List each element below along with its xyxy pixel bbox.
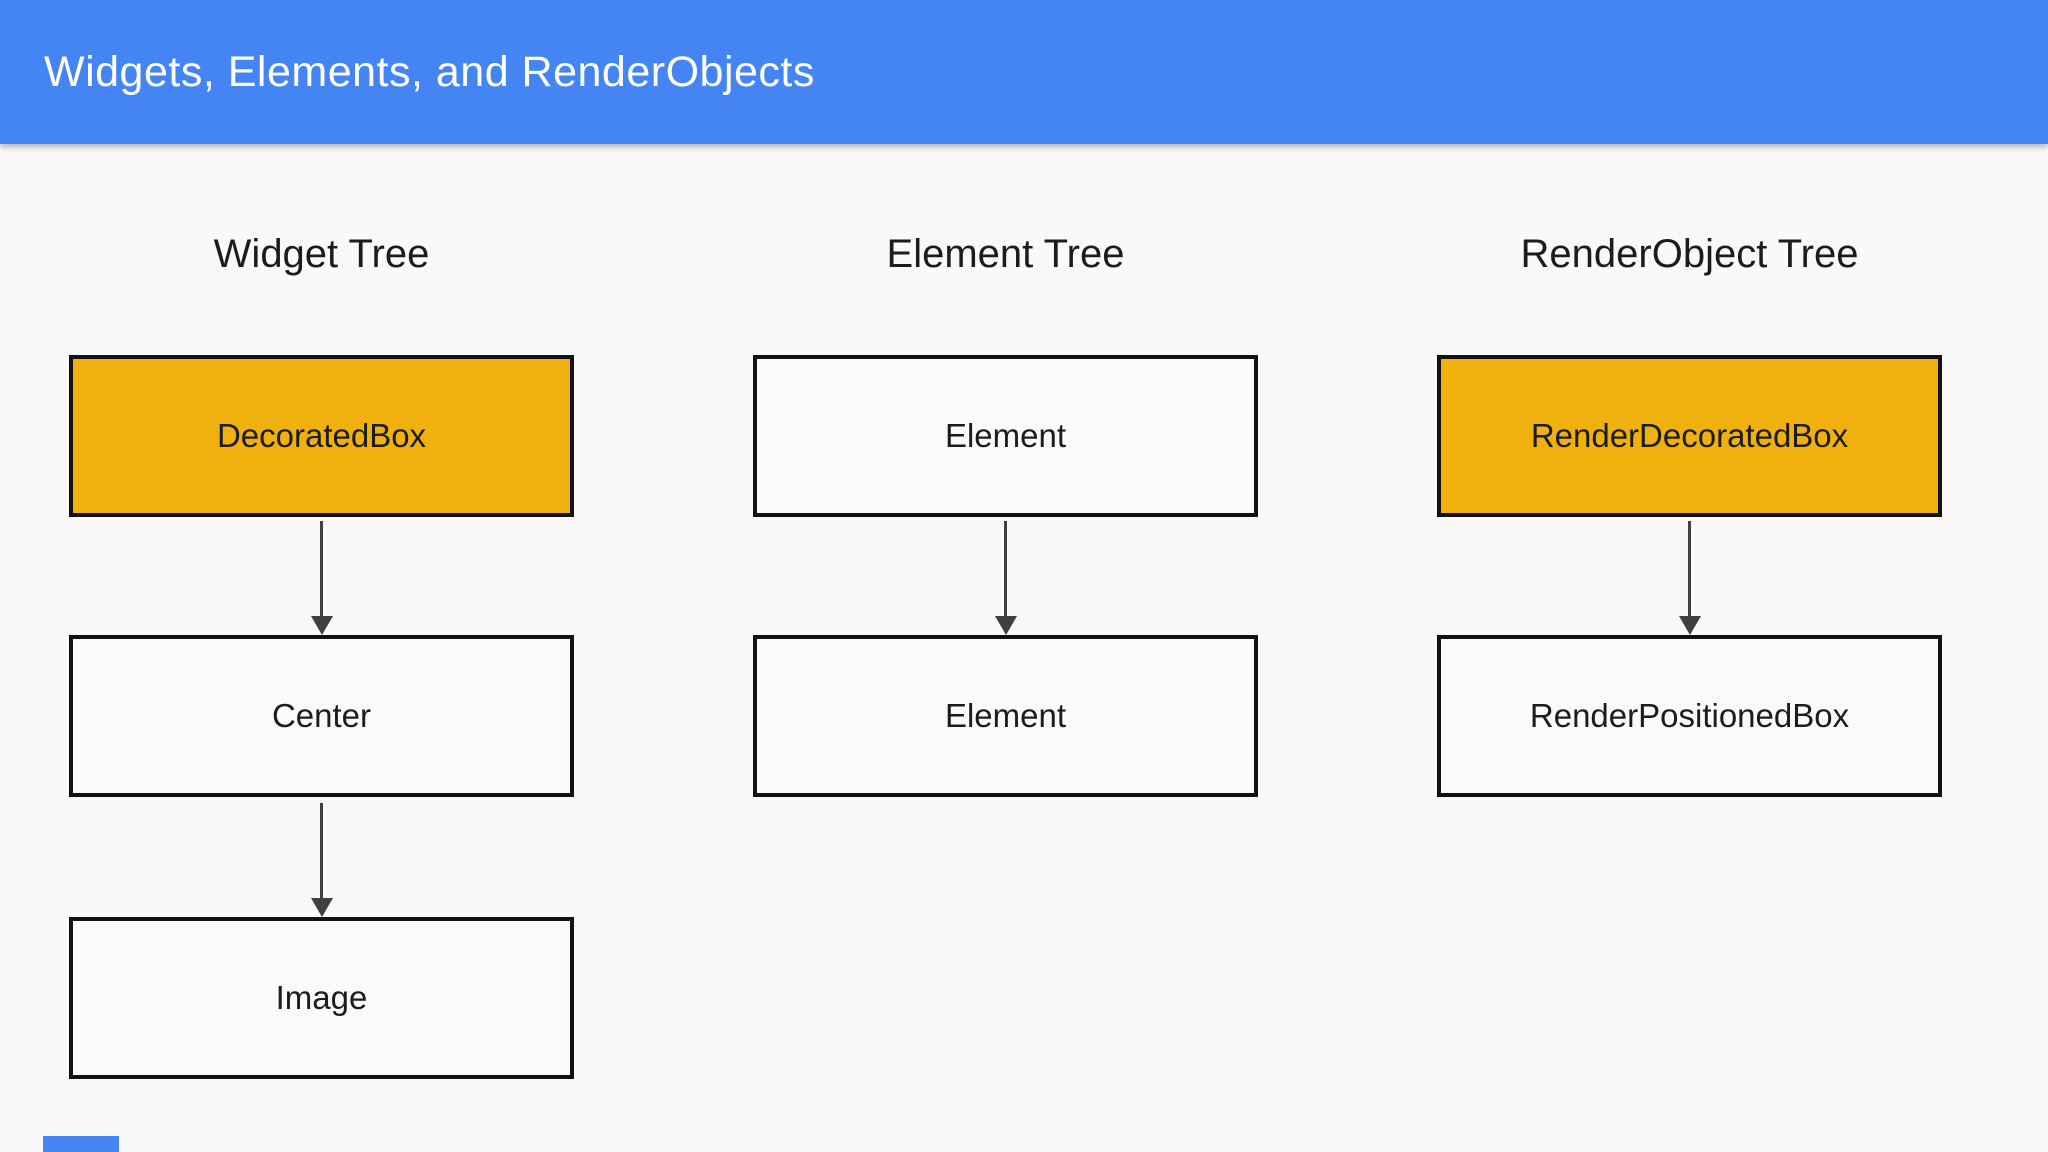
arrow-head: [1678, 616, 1701, 635]
arrow-shaft: [1004, 521, 1007, 616]
app-header: Widgets, Elements, and RenderObjects: [0, 0, 2048, 144]
column-heading: RenderObject Tree: [1520, 232, 1859, 276]
tree-arrow-down-icon: [310, 803, 334, 917]
box-label: Element: [944, 417, 1067, 454]
arrow-head: [310, 616, 333, 635]
arrow-head: [994, 616, 1017, 635]
box-label: DecoratedBox: [216, 417, 427, 454]
tree-arrow-down-icon: [310, 521, 334, 635]
arrow-head: [310, 898, 333, 917]
box-image: Image: [69, 917, 574, 1079]
box-element-1: Element: [753, 355, 1258, 517]
column-renderobject-tree: RenderObject Tree RenderDecoratedBox Ren…: [1437, 144, 1942, 1152]
box-label: Image: [275, 979, 368, 1016]
arrow-shaft: [1688, 521, 1691, 616]
column-element-tree: Element Tree Element Element: [753, 144, 1258, 1152]
box-label: Element: [944, 697, 1067, 734]
column-widget-tree: Widget Tree DecoratedBox Center Image: [69, 144, 574, 1152]
box-renderpositionedbox: RenderPositionedBox: [1437, 635, 1942, 797]
box-renderdecoratedbox: RenderDecoratedBox: [1437, 355, 1942, 517]
tree-arrow-down-icon: [994, 521, 1018, 635]
box-label: RenderPositionedBox: [1529, 697, 1850, 734]
arrow-shaft: [320, 803, 323, 898]
page-title: Widgets, Elements, and RenderObjects: [44, 47, 815, 96]
box-center: Center: [69, 635, 574, 797]
column-heading: Widget Tree: [213, 232, 430, 276]
box-element-2: Element: [753, 635, 1258, 797]
column-heading: Element Tree: [886, 232, 1125, 276]
next-slide-peek: [43, 1136, 119, 1152]
box-label: Center: [271, 697, 372, 734]
tree-arrow-down-icon: [1678, 521, 1702, 635]
diagram-canvas: Widget Tree DecoratedBox Center Image El…: [0, 144, 2048, 1152]
box-label: RenderDecoratedBox: [1530, 417, 1849, 454]
box-decoratedbox: DecoratedBox: [69, 355, 574, 517]
arrow-shaft: [320, 521, 323, 616]
